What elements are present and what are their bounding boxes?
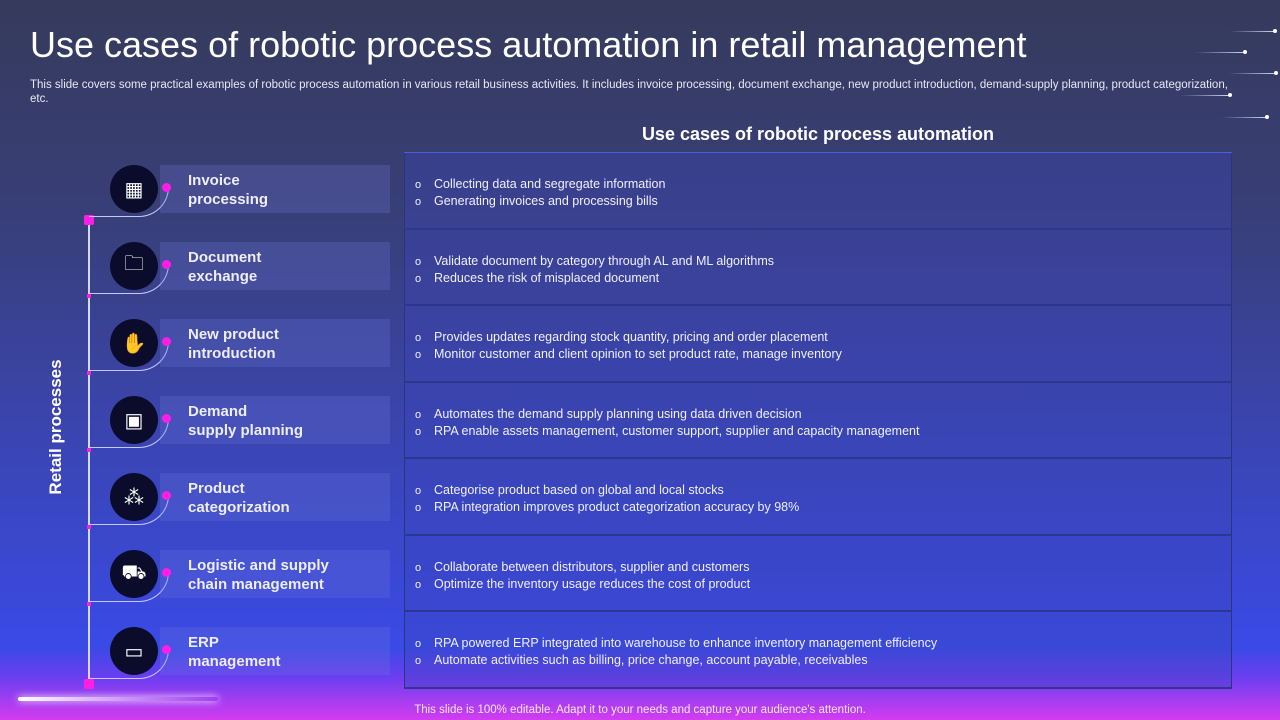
- bullet-point: Automate activities such as billing, pri…: [415, 652, 1231, 669]
- timeline-dot: [84, 679, 94, 689]
- icon-glyph: ▣: [124, 409, 144, 432]
- bullet-point: Categorise product based on global and l…: [415, 482, 1231, 499]
- icon-glyph: ▭: [124, 640, 144, 663]
- process-item: Logistic and supply chain management ⛟: [0, 550, 400, 610]
- timeline-marker: [87, 448, 91, 452]
- timeline-dot: [84, 215, 94, 225]
- process-label: Logistic and supply chain management: [188, 556, 329, 594]
- table-row: RPA powered ERP integrated into warehous…: [404, 612, 1232, 689]
- process-item: New product introduction ✋: [0, 319, 400, 379]
- star-decoration: [1230, 29, 1277, 33]
- process-label-line: categorization: [188, 499, 290, 516]
- bullet-point: Validate document by category through AL…: [415, 253, 1231, 270]
- process-label-line: processing: [188, 191, 269, 208]
- bullet-point: RPA integration improves product categor…: [415, 499, 1231, 516]
- process-label-line: supply planning: [188, 422, 303, 439]
- process-label: Invoice processing: [188, 171, 268, 209]
- process-label: Document exchange: [188, 248, 261, 286]
- timeline-marker: [87, 679, 91, 683]
- process-label-line: ERP: [188, 634, 219, 651]
- bullet-point: Provides updates regarding stock quantit…: [415, 329, 1231, 346]
- process-label: Demand supply planning: [188, 402, 303, 440]
- bullet-point: Reduces the risk of misplaced document: [415, 270, 1231, 287]
- table-row: Automates the demand supply planning usi…: [404, 382, 1232, 459]
- folder-icon: 🗀: [110, 242, 158, 290]
- process-label-box: Product categorization: [160, 473, 390, 521]
- bullet-point: Automates the demand supply planning usi…: [415, 406, 1231, 423]
- connector-dot: [162, 645, 171, 654]
- slide-title: Use cases of robotic process automation …: [30, 24, 1027, 65]
- process-label-line: exchange: [188, 268, 258, 285]
- bullet-point: Optimize the inventory usage reduces the…: [415, 576, 1231, 593]
- icon-glyph: ▦: [124, 178, 144, 201]
- erp-monitor-icon: ▭: [110, 627, 158, 675]
- timeline-marker: [87, 294, 91, 298]
- header-divider: [404, 152, 1232, 153]
- process-item: ERP management ▭: [0, 627, 400, 687]
- process-label-box: New product introduction: [160, 319, 390, 367]
- process-label-line: Invoice: [188, 172, 240, 189]
- dots-grid-icon: ⁂: [110, 473, 158, 521]
- slide-subtitle: This slide covers some practical example…: [30, 79, 1228, 105]
- bullet-point: RPA powered ERP integrated into warehous…: [415, 635, 1231, 652]
- process-item: Document exchange 🗀: [0, 242, 400, 302]
- hand-box-icon: ✋: [110, 319, 158, 367]
- process-label-line: Document: [188, 249, 262, 266]
- process-label: New product introduction: [188, 325, 279, 363]
- timeline-marker: [87, 602, 91, 606]
- process-label-box: ERP management: [160, 627, 390, 675]
- timeline-marker: [87, 525, 91, 529]
- timeline-marker: [87, 371, 91, 375]
- icon-glyph: ✋: [121, 332, 147, 355]
- star-decoration: [1222, 115, 1269, 119]
- timeline-line: [88, 220, 90, 684]
- process-label: ERP management: [188, 633, 281, 671]
- connector-dot: [162, 183, 171, 192]
- connector-dot: [162, 337, 171, 346]
- process-item: Invoice processing ▦: [0, 165, 400, 225]
- table-row: Collaborate between distributors, suppli…: [404, 535, 1232, 612]
- process-label-box: Demand supply planning: [160, 396, 390, 444]
- invoice-icon: ▦: [110, 165, 158, 213]
- process-label: Product categorization: [188, 479, 290, 517]
- icon-glyph: ⁂: [124, 486, 144, 509]
- table-row: Collecting data and segregate informatio…: [404, 153, 1232, 230]
- process-label-line: Logistic and supply: [188, 557, 329, 574]
- star-decoration: [1195, 50, 1247, 54]
- process-label-line: management: [188, 653, 281, 670]
- planning-board-icon: ▣: [110, 396, 158, 444]
- use-case-table: Collecting data and segregate informatio…: [404, 153, 1232, 689]
- star-decoration: [1228, 71, 1278, 75]
- bullet-point: Monitor customer and client opinion to s…: [415, 346, 1231, 363]
- bullet-point: Generating invoices and processing bills: [415, 193, 1231, 210]
- truck-icon: ⛟: [110, 550, 158, 598]
- process-label-box: Invoice processing: [160, 165, 390, 213]
- process-label-line: New product: [188, 326, 279, 343]
- process-label-box: Document exchange: [160, 242, 390, 290]
- connector-dot: [162, 414, 171, 423]
- glow-decoration: [18, 697, 218, 701]
- process-label-line: Product: [188, 480, 245, 497]
- footer-note: This slide is 100% editable. Adapt it to…: [414, 704, 866, 716]
- table-row: Categorise product based on global and l…: [404, 459, 1232, 536]
- process-label-box: Logistic and supply chain management: [160, 550, 390, 598]
- connector-dot: [162, 260, 171, 269]
- icon-glyph: 🗀: [124, 253, 144, 275]
- connector-dot: [162, 568, 171, 577]
- icon-glyph: ⛟: [121, 561, 147, 584]
- bullet-point: Collaborate between distributors, suppli…: [415, 559, 1231, 576]
- table-row: Validate document by category through AL…: [404, 229, 1232, 306]
- process-item: Product categorization ⁂: [0, 473, 400, 533]
- connector-dot: [162, 491, 171, 500]
- process-label-line: introduction: [188, 345, 276, 362]
- star-decoration: [1180, 93, 1232, 97]
- process-label-line: Demand: [188, 403, 248, 420]
- table-header: Use cases of robotic process automation: [641, 124, 995, 144]
- process-label-line: chain management: [188, 576, 324, 593]
- table-row: Provides updates regarding stock quantit…: [404, 306, 1232, 383]
- bullet-point: RPA enable assets management, customer s…: [415, 423, 1231, 440]
- bullet-point: Collecting data and segregate informatio…: [415, 176, 1231, 193]
- process-item: Demand supply planning ▣: [0, 396, 400, 456]
